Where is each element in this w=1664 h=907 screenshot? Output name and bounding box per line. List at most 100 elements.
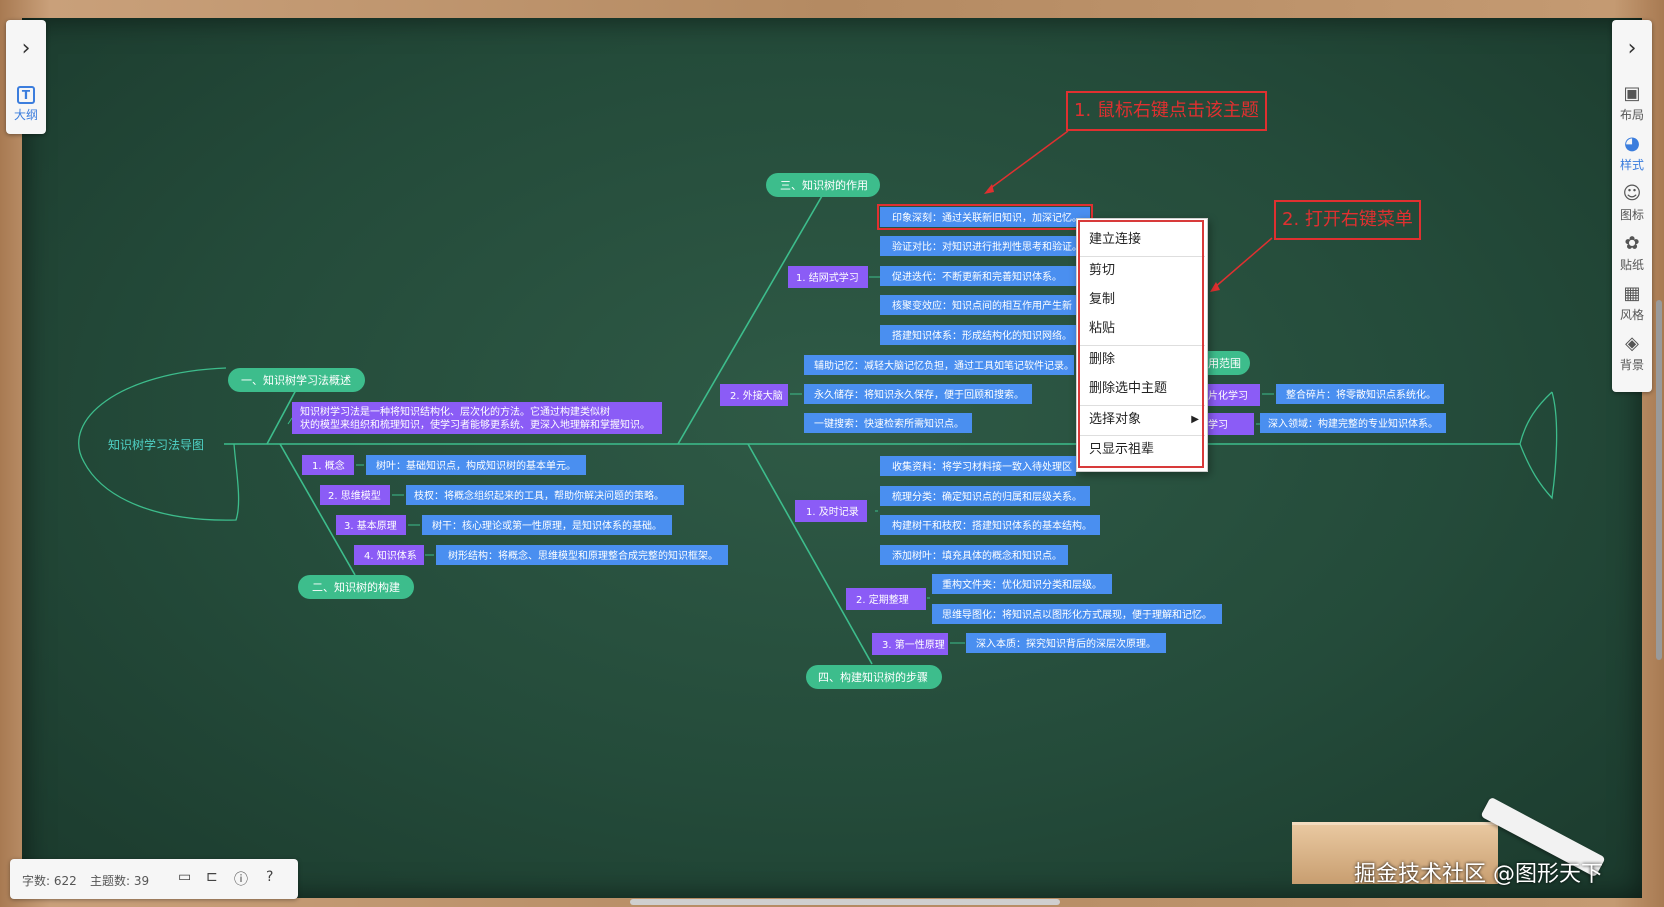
b2-child-2-detail-box[interactable] [406, 485, 684, 505]
b5-c1-detail-box[interactable] [1276, 384, 1444, 404]
b2-child-3-box[interactable] [336, 515, 406, 535]
branch-b2-label: 二、知识树的构建 [312, 580, 400, 594]
b4-c1-d4: 添加树叶：填充具体的概念和知识点。 [892, 549, 1062, 562]
chevron-right-icon[interactable]: › [1627, 35, 1637, 61]
palette-icon: ◕ [1624, 133, 1640, 154]
left-panel: › T 大纲 [6, 20, 46, 134]
b4-child-2-box[interactable] [846, 588, 926, 610]
branch-b1-box[interactable] [228, 368, 365, 392]
b3-c2-d3: 一键搜索：快速检索所需知识点。 [814, 417, 964, 430]
chevron-right-icon[interactable]: › [21, 35, 31, 61]
menu-separator [1079, 435, 1205, 436]
b3-c1-d2-box[interactable] [880, 236, 1076, 256]
b2-child-3-detail-box[interactable] [422, 515, 672, 535]
branch-b4-box[interactable] [806, 665, 942, 689]
b2-child-1-detail-box[interactable] [366, 455, 586, 475]
b3-c2-d1: 辅助记忆：减轻大脑记忆负担，通过工具如笔记软件记录。 [814, 359, 1074, 372]
menu-item-copy[interactable]: 复制 [1089, 292, 1116, 307]
tool-background[interactable]: ◈ 背景 [1612, 334, 1652, 373]
menu-separator [1079, 405, 1205, 406]
b3-c2-d2-box[interactable] [804, 384, 1032, 404]
outline-icon: T [6, 84, 46, 104]
b4-c2-d2-box[interactable] [932, 604, 1222, 624]
menu-item-delete-selected[interactable]: 删除选中主题 [1089, 381, 1168, 396]
b5-c2-detail-box[interactable] [1260, 413, 1446, 433]
b3-c1-d3-box[interactable] [880, 266, 1076, 286]
b2-child-1-label: 1. 概念 [312, 459, 345, 472]
root-topic[interactable]: 知识树学习法导图 [108, 437, 204, 452]
branch-b3-box[interactable] [766, 173, 880, 197]
b4-c1-d1-box[interactable] [880, 456, 1076, 476]
annotation-step1: 1. 鼠标右键点击该主题 [1066, 91, 1267, 131]
b3-c1-d4-box[interactable] [880, 295, 1076, 315]
branch-b2-box[interactable] [298, 575, 414, 599]
b4-c1-d2-box[interactable] [880, 486, 1090, 506]
b4-c2-d1: 重构文件夹：优化知识分类和层级。 [942, 578, 1102, 591]
annotation-arrowhead-2 [1210, 282, 1220, 292]
tool-layout[interactable]: ▣ 布局 [1612, 84, 1652, 123]
selected-topic-highlight [877, 204, 1093, 230]
menu-item-show-ancestors[interactable]: 只显示祖辈 [1089, 442, 1155, 457]
b3-c1-d5-box[interactable] [880, 325, 1076, 345]
menu-item-delete[interactable]: 删除 [1089, 352, 1116, 367]
b4-c1-d4-box[interactable] [880, 545, 1068, 565]
b2-child-4-detail-box[interactable] [436, 545, 728, 565]
b4-child-1-label: 1. 及时记录 [806, 506, 859, 518]
b2-child-2-box[interactable] [320, 485, 390, 505]
annotation-arrowhead-1 [984, 184, 994, 194]
horizontal-scrollbar[interactable] [630, 899, 1060, 905]
tool-icons-label: 图标 [1619, 208, 1644, 222]
b3-child-2-box[interactable] [720, 384, 788, 406]
grid-icon: ▦ [1623, 283, 1641, 304]
menu-item-cut[interactable]: 剪切 [1089, 263, 1116, 278]
b1-desc-box[interactable] [292, 402, 662, 434]
b4-c3-d1: 深入本质：探究知识背后的深层次原理。 [976, 637, 1156, 650]
b1-desc-line2: 状的模型来组织和梳理知识，使学习者能够更系统、更深入地理解和掌握知识。 [300, 418, 650, 431]
tool-style-label: 样式 [1619, 158, 1644, 172]
minimap-icon[interactable]: ▭ [178, 869, 192, 885]
flower-icon: ✿ [1624, 233, 1640, 254]
b3-c2-d1-box[interactable] [804, 355, 1074, 375]
info-icon[interactable]: ⓘ [234, 872, 248, 888]
topic-count: 主题数: 39 [90, 874, 150, 888]
menu-item-create-link[interactable]: 建立连接 [1089, 232, 1142, 247]
b4-child-3-box[interactable] [872, 633, 948, 655]
b4-c2-d1-box[interactable] [932, 574, 1112, 594]
b4-c3-d1-box[interactable] [966, 633, 1166, 653]
vertical-scrollbar[interactable] [1656, 300, 1662, 660]
bone-b3 [677, 195, 823, 445]
outline-button[interactable]: T 大纲 [6, 84, 46, 123]
menu-item-paste[interactable]: 粘贴 [1089, 321, 1116, 336]
b3-c1-d4: 核聚变效应：知识点间的相互作用产生新 [892, 299, 1072, 312]
b4-c1-d3-box[interactable] [880, 515, 1100, 535]
b2-child-1-box[interactable] [302, 455, 354, 475]
tool-style[interactable]: ◕ 样式 [1612, 134, 1652, 173]
child-connectors [287, 276, 1274, 644]
b5-c2-detail: 深入领域：构建完整的专业知识体系。 [1268, 417, 1438, 430]
b3-c2-d3-box[interactable] [804, 413, 972, 433]
annotation-step2: 2. 打开右键菜单 [1274, 200, 1421, 240]
tool-icons[interactable]: ☺ 图标 [1612, 184, 1652, 223]
branch-b4-label: 四、构建知识树的步骤 [818, 670, 928, 684]
b3-c2-d2: 永久储存：将知识永久保存，便于回顾和搜索。 [814, 388, 1024, 401]
b2-child-4-box[interactable] [354, 545, 424, 565]
right-panel: › ▣ 布局 ◕ 样式 ☺ 图标 ✿ 贴纸 ▦ 风格 ◈ 背景 [1612, 20, 1652, 392]
b3-c1-d1: 印象深刻：通过关联新旧知识，加深记忆。 [892, 211, 1082, 224]
tool-theme[interactable]: ▦ 风格 [1612, 284, 1652, 323]
tool-sticker[interactable]: ✿ 贴纸 [1612, 234, 1652, 273]
chalkboard-canvas[interactable] [22, 18, 1642, 898]
layout-toggle-icon[interactable]: ⊏ [206, 869, 218, 885]
b2-child-4-detail: 树形结构：将概念、思维模型和原理整合成完整的知识框架。 [448, 549, 718, 562]
b3-child-1-box[interactable] [788, 266, 868, 288]
b4-child-1-box[interactable] [795, 500, 867, 522]
b3-c1-d1-box[interactable] [880, 207, 1090, 227]
annotation-arrow-1 [987, 130, 1069, 191]
help-icon[interactable]: ? [266, 869, 274, 885]
menu-item-select-object[interactable]: 选择对象 ▶ [1089, 407, 1199, 433]
b5-child-2-label: 学习 [1208, 418, 1228, 431]
tool-theme-label: 风格 [1619, 308, 1644, 322]
b4-c1-d3: 构建树干和枝杈：搭建知识体系的基本结构。 [892, 519, 1092, 532]
b3-child-1-label: 1. 结网式学习 [796, 271, 859, 284]
tool-sticker-label: 贴纸 [1619, 258, 1644, 272]
